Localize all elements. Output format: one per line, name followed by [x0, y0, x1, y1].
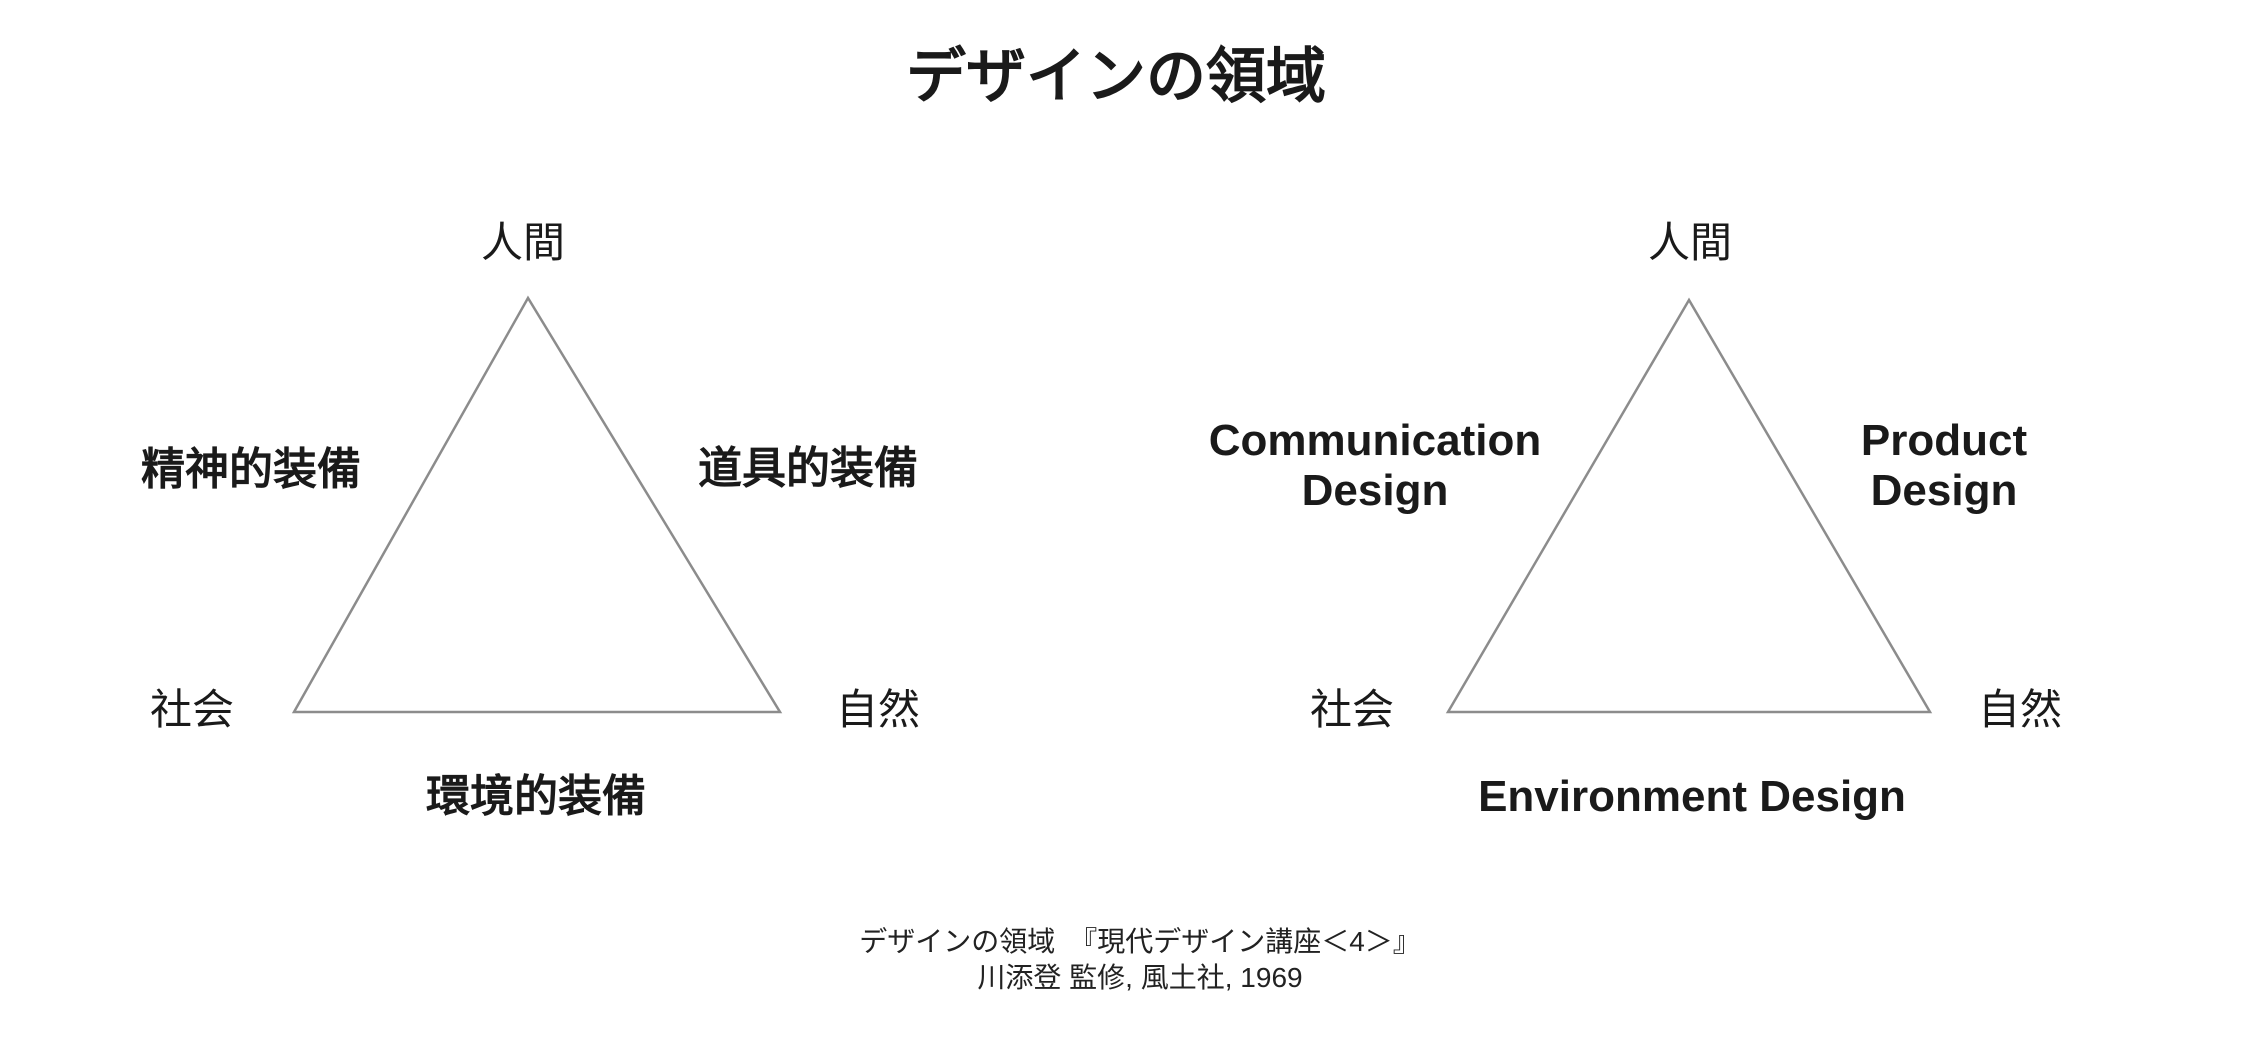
- edge-label-tool-equipment: 道具的装備: [698, 444, 918, 493]
- right-triangle-outline: [1445, 297, 1933, 714]
- edge-label-environmental-equipment: 環境的装備: [426, 772, 646, 821]
- vertex-label-society-jp-right: 社会: [1309, 686, 1395, 733]
- edge-label-product-design: Product Design: [1861, 416, 2027, 516]
- edge-label-spiritual-equipment: 精神的装備: [141, 445, 361, 494]
- edge-label-communication-design-line2: Design: [1301, 466, 1449, 515]
- edge-label-communication-design: Communication Design: [1209, 416, 1541, 516]
- page-title: デザインの領域: [906, 43, 1326, 110]
- left-triangle-outline: [291, 295, 783, 714]
- vertex-label-human-jp-left: 人間: [480, 219, 566, 266]
- edge-label-product-design-line2: Design: [1870, 466, 2018, 515]
- vertex-label-society-jp-left: 社会: [149, 686, 235, 733]
- vertex-label-nature-jp-left: 自然: [835, 686, 921, 733]
- edge-label-environment-design: Environment Design: [1478, 772, 1906, 821]
- caption-source: デザインの領域 『現代デザイン講座＜4＞』 川添登 監修, 風土社, 1969: [859, 924, 1421, 996]
- vertex-label-nature-jp-right: 自然: [1977, 686, 2063, 733]
- edge-label-product-design-line1: Product: [1860, 416, 2028, 465]
- caption-source-line1: デザインの領域 『現代デザイン講座＜4＞』: [859, 926, 1421, 957]
- caption-source-line2: 川添登 監修, 風土社, 1969: [977, 962, 1303, 993]
- vertex-label-human-jp-right: 人間: [1647, 219, 1733, 266]
- edge-label-communication-design-line1: Communication: [1208, 416, 1542, 465]
